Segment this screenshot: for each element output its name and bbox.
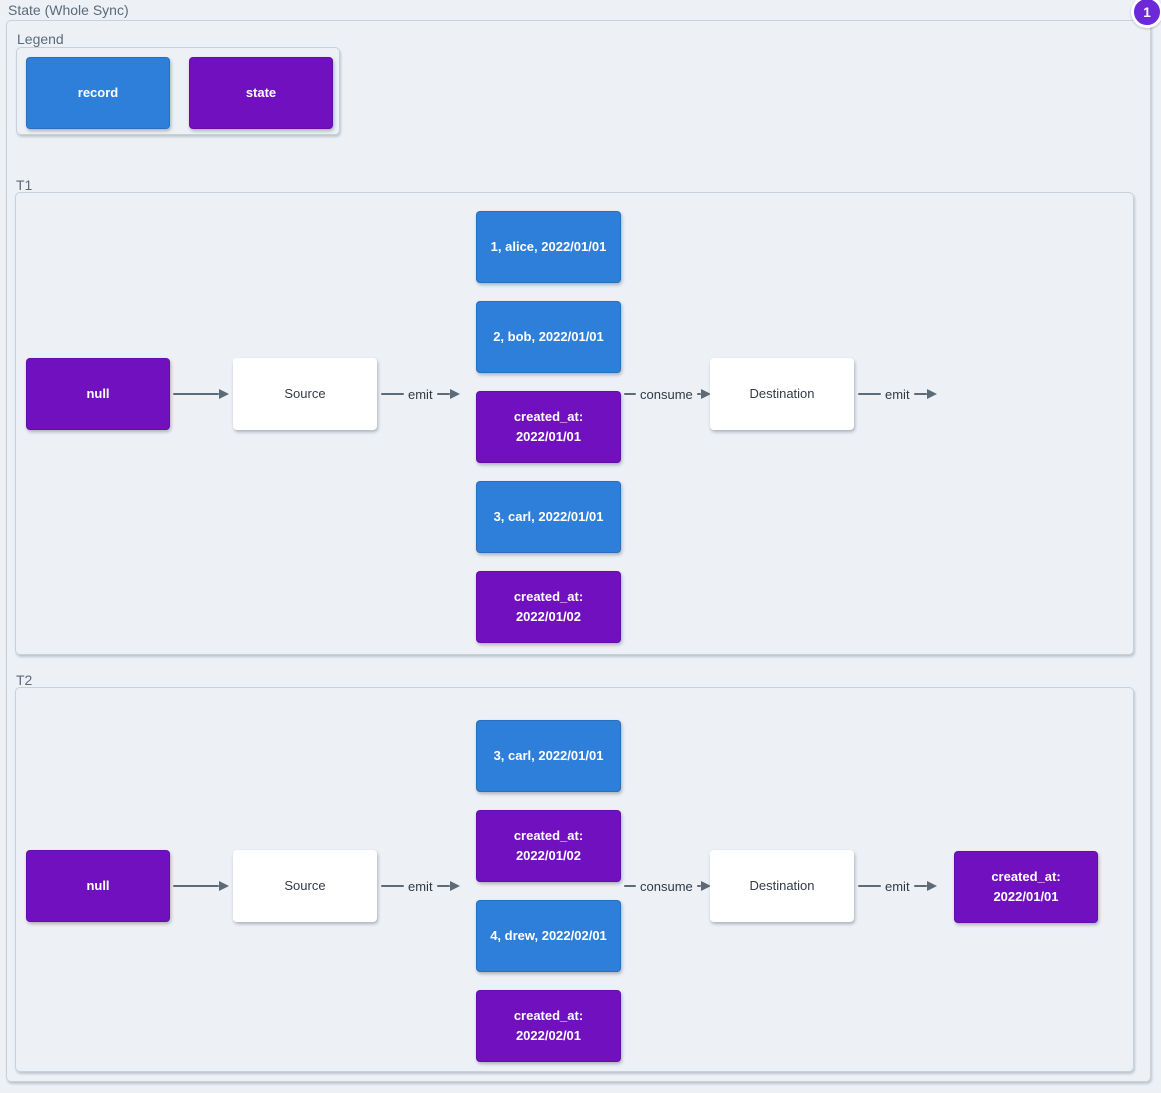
t1-label: T1 [16, 177, 33, 193]
arrow-line [913, 885, 927, 887]
t2-output-state-node: created_at: 2022/01/01 [954, 851, 1098, 923]
arrow-line [436, 885, 450, 887]
edge-label-emit: emit [408, 386, 433, 402]
legend-record-node: record [26, 57, 170, 129]
stack-item-record: 3, carl, 2022/01/01 [476, 481, 621, 553]
arrow-head-icon [700, 389, 711, 399]
arrow-line [858, 885, 881, 887]
stack-item-record: 4, drew, 2022/02/01 [476, 900, 621, 972]
t1-destination-node: Destination [710, 358, 854, 430]
edge-label-emit: emit [885, 878, 910, 894]
arrow-head-icon [219, 389, 229, 399]
arrow-head-icon [219, 881, 229, 891]
stack-item-state: created_at: 2022/01/01 [476, 391, 621, 463]
arrow-line [381, 393, 404, 395]
arrow-line [624, 393, 636, 395]
t2-emit-edge: emit [381, 878, 460, 894]
edge-label-consume: consume [640, 386, 693, 402]
arrow-line [913, 393, 927, 395]
page-title: State (Whole Sync) [8, 2, 129, 18]
t2-arrow-null-source [173, 878, 229, 894]
edge-label-consume: consume [640, 878, 693, 894]
t2-consume-edge: consume [624, 878, 711, 894]
legend-label: Legend [17, 31, 64, 47]
arrow-head-icon [926, 389, 937, 399]
t2-source-node: Source [233, 850, 377, 922]
stack-item-state: created_at: 2022/02/01 [476, 990, 621, 1062]
legend-state-node: state [189, 57, 333, 129]
t2-emit-out-edge: emit [858, 878, 937, 894]
arrow-line [696, 885, 701, 887]
arrow-line [858, 393, 881, 395]
edge-label-emit: emit [885, 386, 910, 402]
arrow-line [436, 393, 450, 395]
arrow-line [624, 885, 636, 887]
t1-source-node: Source [233, 358, 377, 430]
stack-item-record: 2, bob, 2022/01/01 [476, 301, 621, 373]
t1-emit-edge: emit [381, 386, 460, 402]
arrow-head-icon [449, 389, 460, 399]
arrow-line [696, 393, 701, 395]
edge-label-emit: emit [408, 878, 433, 894]
whole-sync-container [6, 20, 1151, 1082]
arrow-line [173, 393, 219, 395]
arrow-line [173, 885, 219, 887]
stack-item-state: created_at: 2022/01/02 [476, 571, 621, 643]
t1-emit-out-edge: emit [858, 386, 937, 402]
arrow-head-icon [449, 881, 460, 891]
t2-null-node: null [26, 850, 170, 922]
stack-item-record: 3, carl, 2022/01/01 [476, 720, 621, 792]
t2-label: T2 [16, 672, 33, 688]
t1-stack: 1, alice, 2022/01/01 2, bob, 2022/01/01 cr… [476, 211, 621, 643]
t1-consume-edge: consume [624, 386, 711, 402]
t2-stack: 3, carl, 2022/01/01 created_at: 2022/01/0… [476, 720, 621, 1062]
t1-null-node: null [26, 358, 170, 430]
legend-box: record state [16, 47, 340, 135]
stack-item-state: created_at: 2022/01/02 [476, 810, 621, 882]
t2-box: null Source emit 3, carl, 2022/01/01 crea… [15, 687, 1134, 1072]
notification-badge[interactable]: 1 [1131, 0, 1161, 28]
t2-destination-node: Destination [710, 850, 854, 922]
stack-item-record: 1, alice, 2022/01/01 [476, 211, 621, 283]
arrow-line [381, 885, 404, 887]
arrow-head-icon [926, 881, 937, 891]
arrow-head-icon [700, 881, 711, 891]
t1-arrow-null-source [173, 386, 229, 402]
t1-box: null Source emit 1, alice, 2022/01/01 2, … [15, 192, 1134, 655]
